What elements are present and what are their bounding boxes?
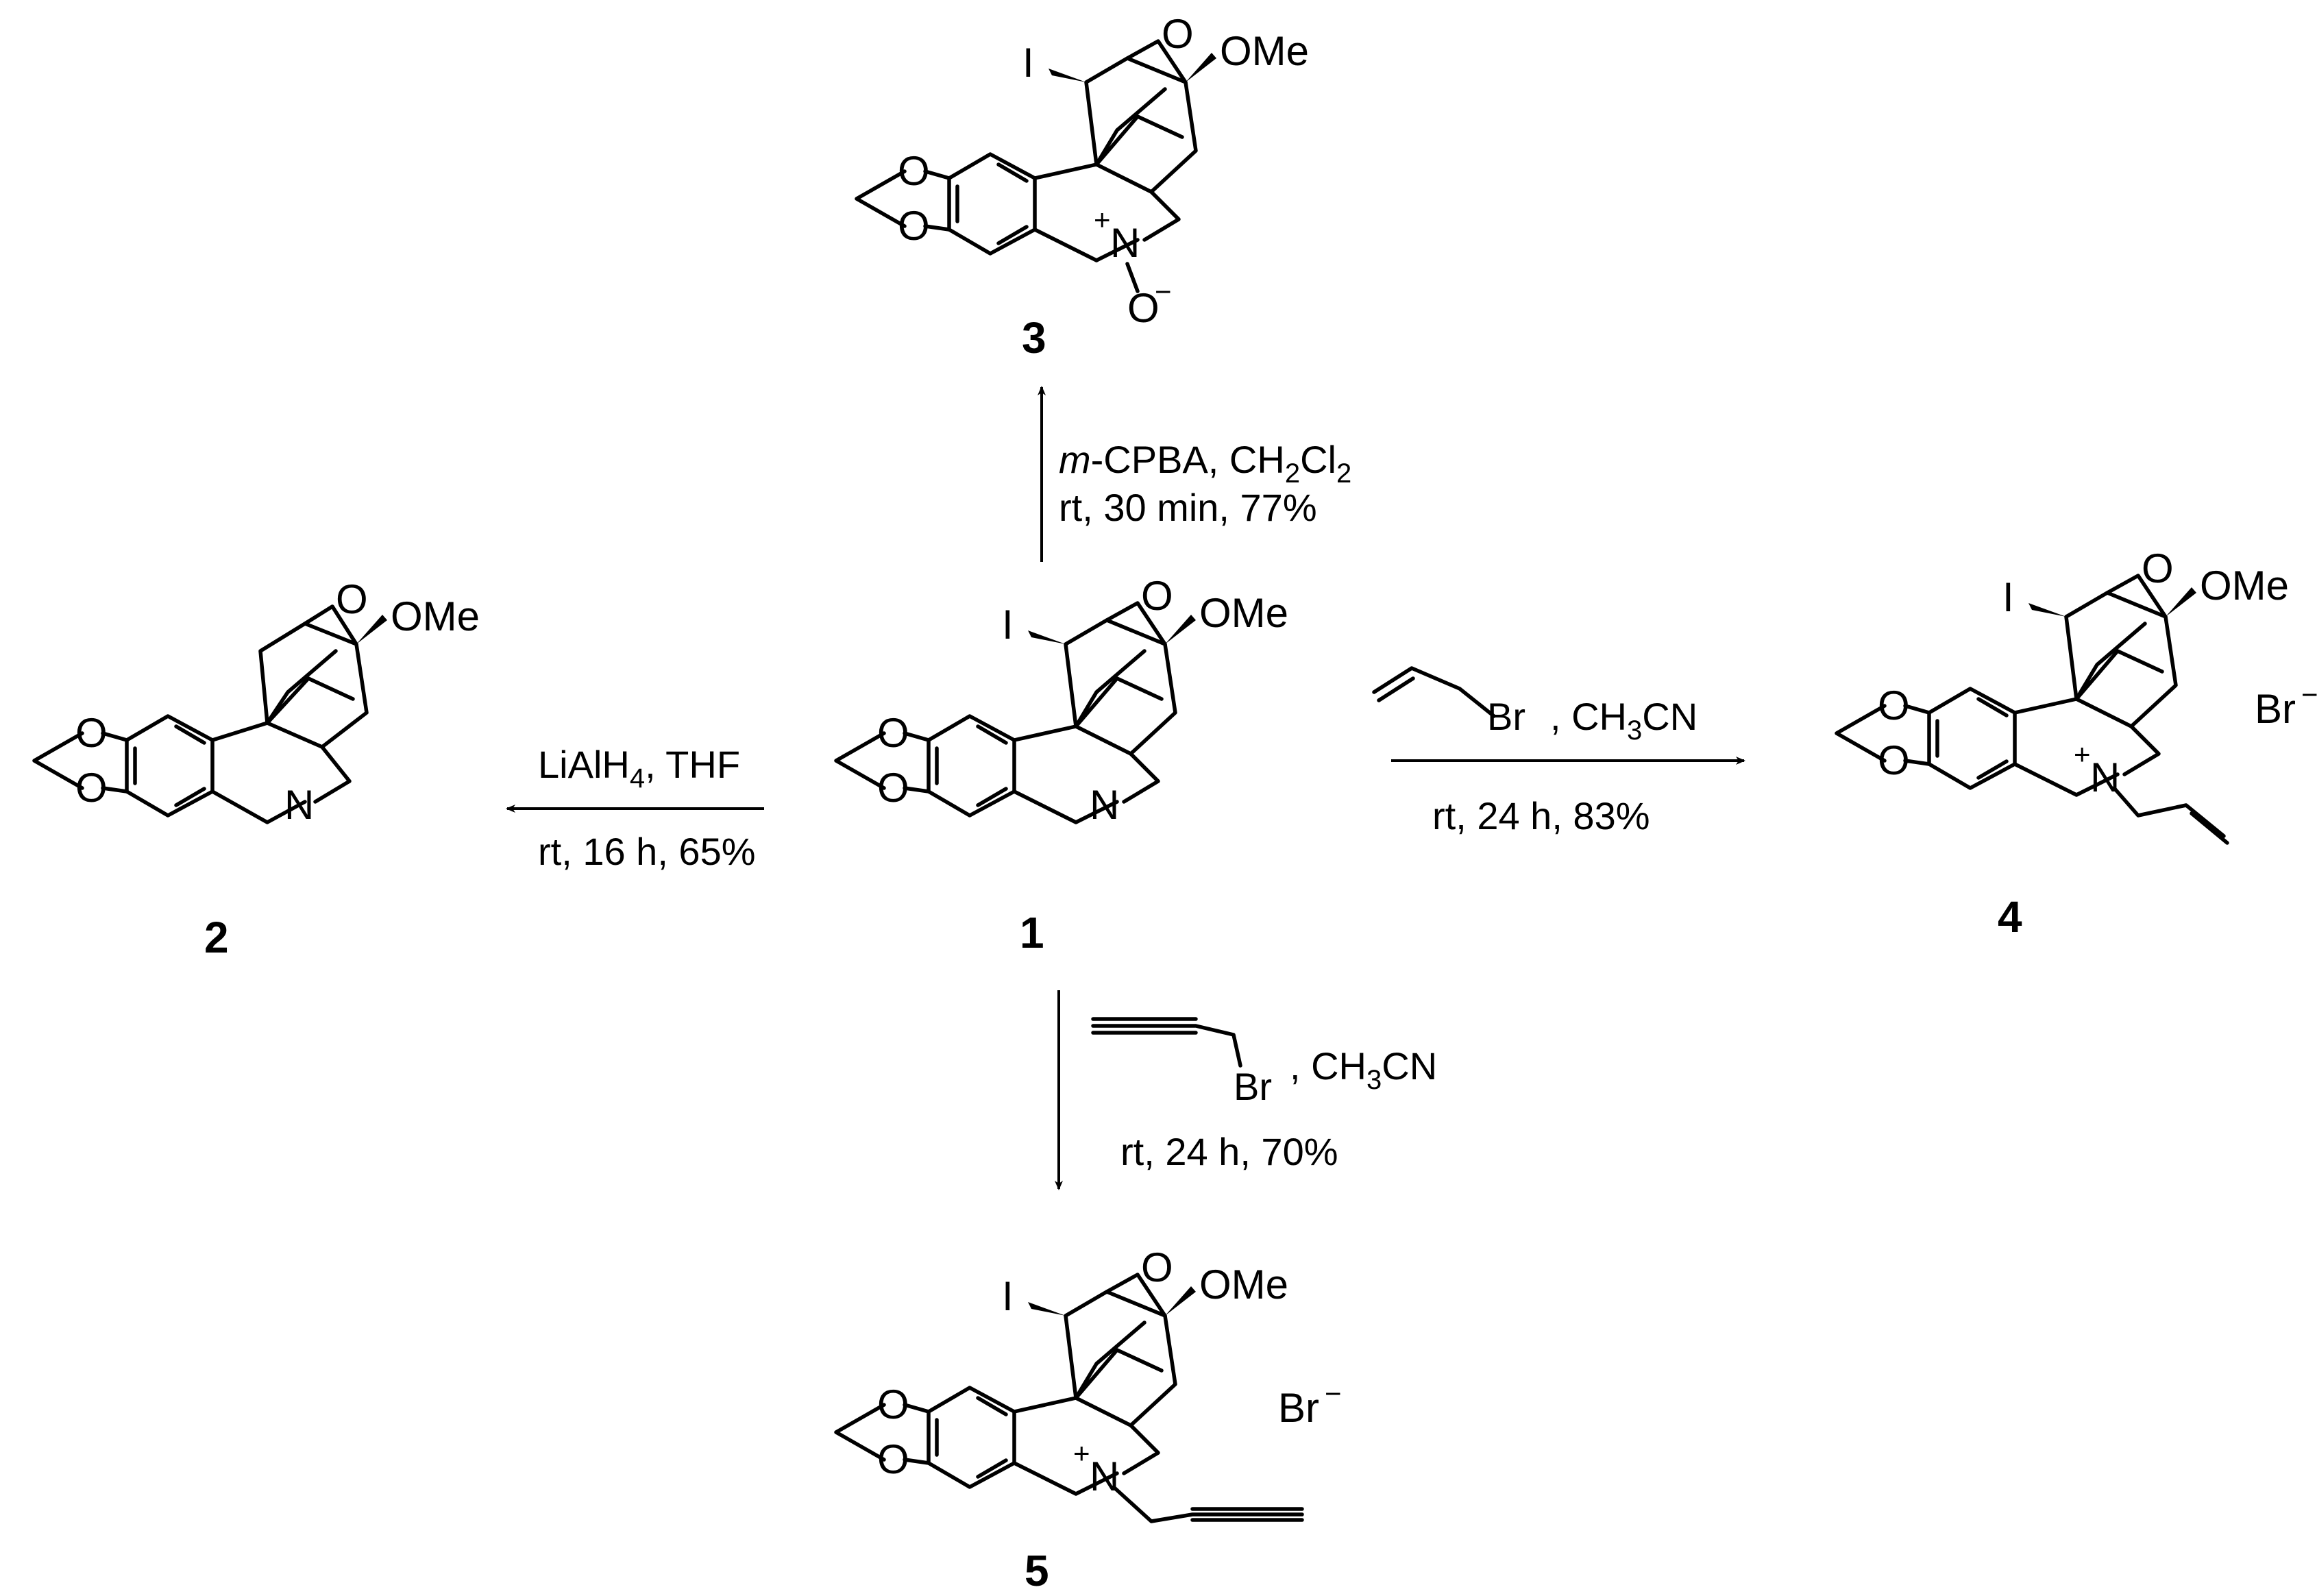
epoxide-oxygen-label: O <box>2142 545 2174 591</box>
allyl-solvent-label: , CH3CN <box>1550 695 1697 746</box>
iodo-label: I <box>1002 1273 1014 1319</box>
propargyl-bromide-reagent: Br , CH3CN <box>1091 1017 1437 1108</box>
dioxole-oxygen-top: O <box>1878 683 1910 728</box>
ome-label: OMe <box>1199 1262 1288 1308</box>
conditions-4-line2: rt, 24 h, 83% <box>1432 794 1650 837</box>
n-oxide-minus: − <box>1155 275 1172 308</box>
iodo-label: I <box>1002 602 1014 648</box>
ome-label: OMe <box>391 593 480 639</box>
conditions-3-line2: rt, 30 min, 77% <box>1059 486 1317 529</box>
dioxole-oxygen-top: O <box>877 710 909 756</box>
compound-4-structure: I O OMe O O + N Br − <box>1835 545 2317 845</box>
nitrogen-label: N <box>1110 220 1140 266</box>
nitrogen-label: N <box>1090 782 1119 828</box>
epoxide-oxygen-label: O <box>1141 573 1173 619</box>
epoxide-oxygen-label: O <box>1162 11 1194 57</box>
dioxole-oxygen-bottom: O <box>75 765 108 811</box>
conditions-2-line1: LiAlH4, THF <box>538 743 740 794</box>
dioxole-oxygen-top: O <box>877 1382 909 1427</box>
ome-label: OMe <box>1220 28 1309 74</box>
dioxole-oxygen-bottom: O <box>1878 737 1910 783</box>
bromide-minus: − <box>1325 1377 1342 1410</box>
compound-2-label: 2 <box>204 913 229 962</box>
nitrogen-label: N <box>284 782 314 828</box>
dioxole-oxygen-bottom: O <box>877 765 909 811</box>
iodo-label: I <box>1022 40 1034 86</box>
dioxole-oxygen-bottom: O <box>877 1436 909 1482</box>
propargyl-solvent-label: , CH3CN <box>1290 1044 1437 1095</box>
iodo-label: I <box>2002 574 2014 620</box>
compound-5-label: 5 <box>1025 1546 1049 1595</box>
compound-3-label: 3 <box>1022 313 1046 363</box>
allyl-br-label: Br <box>1487 695 1525 738</box>
ome-label: OMe <box>1199 590 1288 636</box>
bromide-minus: − <box>2301 678 2317 711</box>
nitrogen-label: N <box>2090 754 2120 800</box>
conditions-2-line2: rt, 16 h, 65% <box>538 830 756 873</box>
epoxide-oxygen-label: O <box>336 576 368 622</box>
dioxole-oxygen-top: O <box>898 148 930 194</box>
conditions-3-line1: m-CPBA, CH2Cl2 <box>1059 438 1351 489</box>
dioxole-oxygen-bottom: O <box>898 203 930 249</box>
compound-1-structure: I O OMe O O N <box>834 573 1288 828</box>
bromide-label: Br <box>1278 1385 1319 1431</box>
nitrogen-label: N <box>1090 1453 1119 1499</box>
dioxole-oxygen-top: O <box>75 710 108 756</box>
compound-1-label: 1 <box>1020 908 1044 957</box>
compound-4-label: 4 <box>1998 892 2022 942</box>
compound-5-structure: I O OMe O O + N Br − <box>834 1244 1342 1523</box>
epoxide-oxygen-label: O <box>1141 1244 1173 1290</box>
compound-3-structure: I O OMe O O + N O − <box>855 11 1309 331</box>
wedge-iodo <box>1049 69 1086 82</box>
n-oxide-oxygen: O <box>1127 285 1160 331</box>
bromide-label: Br <box>2255 686 2296 732</box>
n-plus-charge: + <box>2074 738 2091 770</box>
wedge-ome <box>1186 53 1216 82</box>
conditions-5-line2: rt, 24 h, 70% <box>1120 1130 1338 1173</box>
n-plus-charge: + <box>1073 1437 1090 1469</box>
ome-label: OMe <box>2200 563 2289 609</box>
n-plus-charge: + <box>1094 204 1111 236</box>
allyl-bromide-reagent: Br , CH3CN <box>1372 666 1697 746</box>
compound-2-structure: O OMe O O N <box>32 576 480 828</box>
propargyl-br-label: Br <box>1234 1065 1272 1108</box>
